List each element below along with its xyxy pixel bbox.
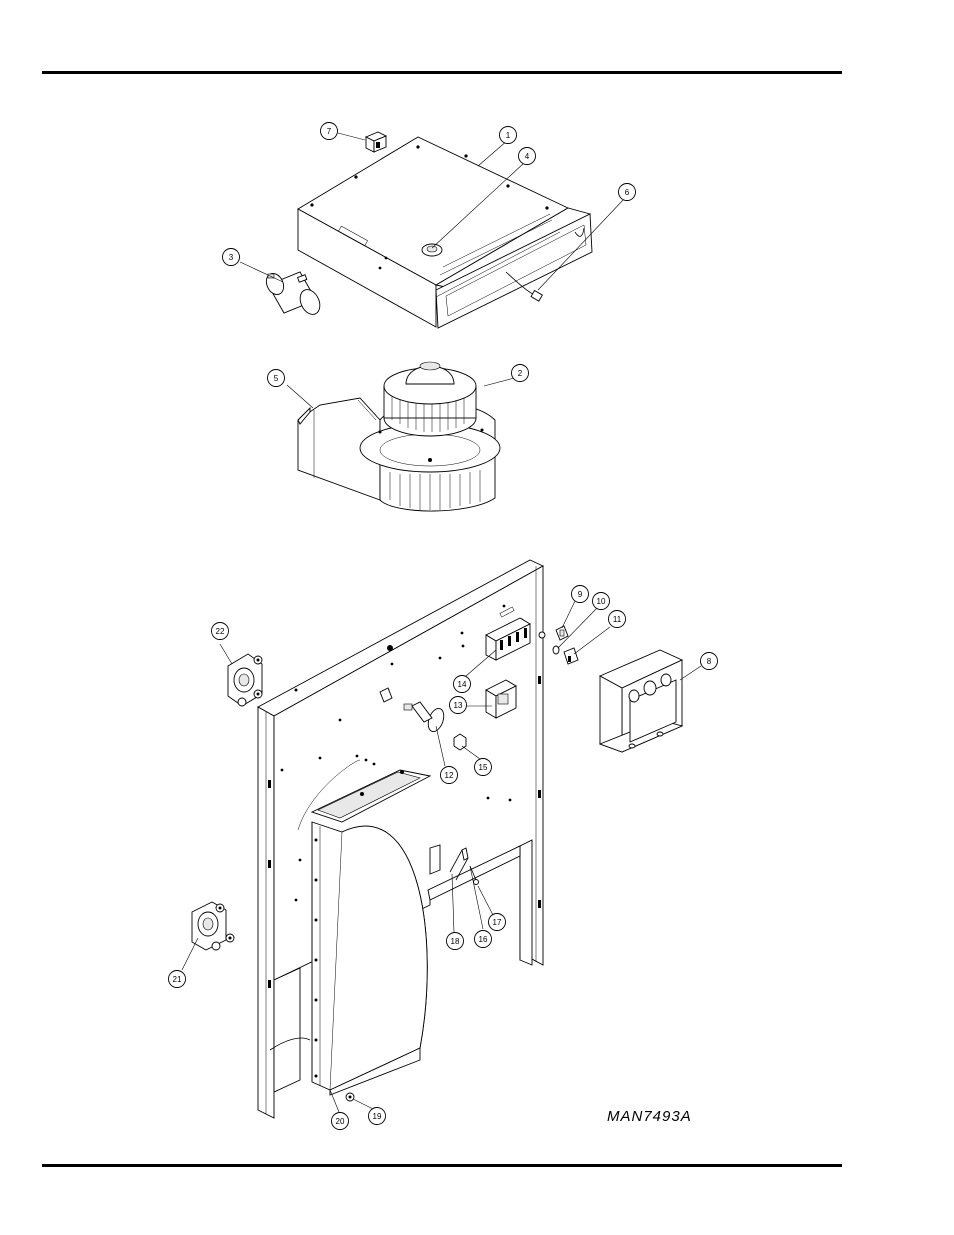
callout-13: 13: [450, 697, 467, 714]
svg-text:3: 3: [229, 253, 234, 262]
callout-21: 21: [169, 971, 186, 988]
svg-text:15: 15: [479, 763, 488, 772]
svg-text:2: 2: [518, 369, 523, 378]
svg-text:10: 10: [597, 597, 606, 606]
callout-12: 12: [441, 767, 458, 784]
callout-15: 15: [475, 759, 492, 776]
callout-1: 1: [500, 127, 517, 144]
svg-text:14: 14: [458, 680, 467, 689]
svg-text:5: 5: [274, 374, 279, 383]
switch-bracket-parts: [539, 626, 578, 664]
callout-9: 9: [572, 586, 589, 603]
callout-17: 17: [489, 914, 506, 931]
svg-text:9: 9: [578, 590, 583, 599]
svg-text:4: 4: [525, 152, 530, 161]
svg-text:19: 19: [373, 1112, 382, 1121]
callout-3: 3: [223, 249, 240, 266]
callout-10: 10: [593, 593, 610, 610]
motor-mount-upper: [228, 654, 262, 706]
callout-6: 6: [619, 184, 636, 201]
capacitor: [263, 271, 324, 318]
junction-box: [600, 650, 682, 752]
svg-text:18: 18: [451, 937, 460, 946]
back-panel-assembly: [258, 560, 543, 1118]
svg-text:1: 1: [506, 131, 511, 140]
callout-4: 4: [519, 148, 536, 165]
svg-text:6: 6: [625, 188, 630, 197]
svg-text:11: 11: [613, 615, 622, 624]
callout-5: 5: [268, 370, 285, 387]
callout-22: 22: [212, 623, 229, 640]
callout-2: 2: [512, 365, 529, 382]
fuse-holder: [366, 132, 386, 152]
callout-18: 18: [447, 933, 464, 950]
callout-16: 16: [475, 931, 492, 948]
svg-text:12: 12: [445, 771, 454, 780]
motor-mount-lower: [192, 902, 234, 950]
svg-text:20: 20: [336, 1117, 345, 1126]
callout-20: 20: [332, 1113, 349, 1130]
drawing-number: MAN7493A: [607, 1108, 692, 1125]
svg-text:13: 13: [454, 701, 463, 710]
svg-text:22: 22: [216, 627, 225, 636]
callout-11: 11: [609, 611, 626, 628]
callout-19: 19: [369, 1108, 386, 1125]
svg-text:16: 16: [479, 935, 488, 944]
callout-7: 7: [321, 123, 338, 140]
svg-text:8: 8: [707, 657, 712, 666]
callout-14: 14: [454, 676, 471, 693]
svg-text:17: 17: [493, 918, 502, 927]
control-box-assembly: [298, 137, 592, 328]
blower-assembly: [298, 362, 500, 511]
callout-8: 8: [701, 653, 718, 670]
svg-text:21: 21: [173, 975, 182, 984]
svg-text:7: 7: [327, 127, 332, 136]
